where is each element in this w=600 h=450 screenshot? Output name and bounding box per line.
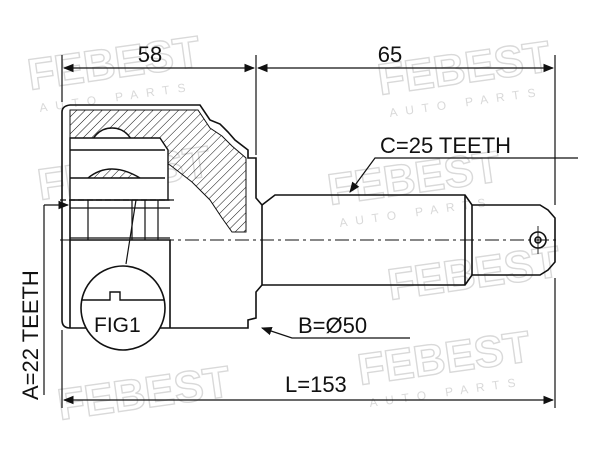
watermark-brand: FEBEST bbox=[55, 357, 234, 430]
inner-spline bbox=[60, 199, 175, 240]
watermark-group: FEBEST AUTO PARTS FEBEST AUTO PARTS FEBE… bbox=[24, 27, 564, 431]
fig1-detail: FIG1 bbox=[80, 199, 166, 351]
inner-race bbox=[69, 127, 169, 201]
figure-label: FIG1 bbox=[94, 314, 141, 337]
length-label: L=153 bbox=[285, 372, 347, 397]
spline-inner-label: A=22 TEETH bbox=[18, 270, 43, 400]
leader-diameter bbox=[260, 326, 410, 339]
leader-spline-inner bbox=[43, 200, 70, 395]
spline-outer-label: C=25 TEETH bbox=[380, 133, 511, 158]
outer-housing bbox=[61, 104, 263, 329]
leader-spline-outer bbox=[349, 157, 578, 193]
diameter-label: B=Ø50 bbox=[298, 313, 367, 338]
dimension-length bbox=[61, 278, 556, 408]
dimension-65 bbox=[256, 55, 556, 205]
shaft bbox=[60, 194, 560, 286]
dimension-top-right: 65 bbox=[378, 42, 402, 67]
dimension-58 bbox=[61, 55, 257, 155]
dimension-top-left: 58 bbox=[138, 42, 162, 67]
